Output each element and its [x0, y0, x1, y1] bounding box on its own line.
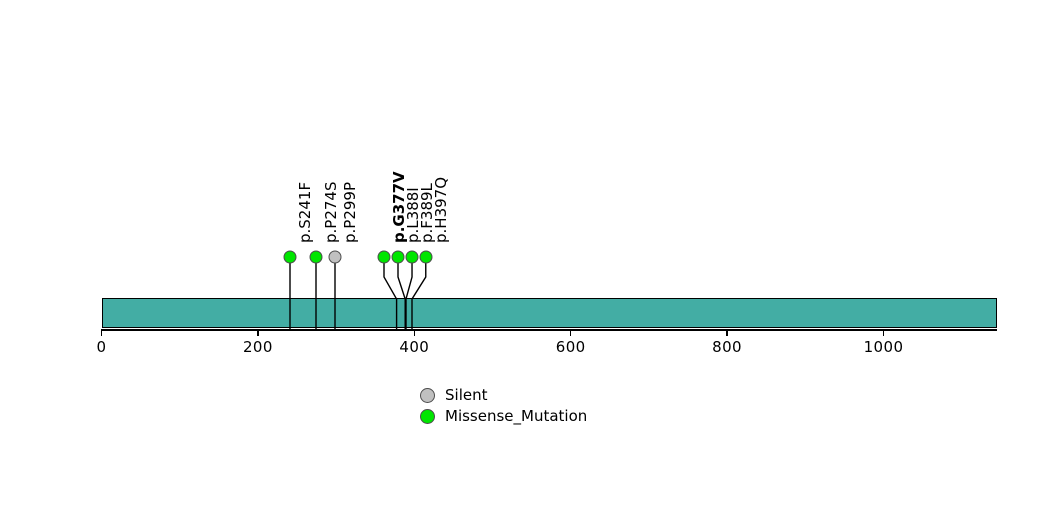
lollipop-head[interactable] [391, 250, 405, 264]
lollipop-head[interactable] [377, 250, 391, 264]
mutation-label: p.P299P [341, 181, 360, 243]
axis-tick-label: 600 [555, 338, 586, 356]
legend-swatch-icon [420, 388, 435, 403]
axis-tick [257, 329, 259, 336]
axis-tick-label: 1000 [863, 338, 904, 356]
lollipop-head[interactable] [419, 250, 433, 264]
mutation-label: p.P274S [321, 181, 340, 244]
lollipop-head[interactable] [283, 250, 297, 264]
mutation-label: p.H397Q [431, 176, 450, 243]
axis-tick-label: 400 [399, 338, 430, 356]
axis-tick-label: 0 [96, 338, 107, 356]
axis-tick-label: 800 [712, 338, 743, 356]
axis-tick-label: 200 [242, 338, 273, 356]
lollipop-head[interactable] [328, 250, 342, 264]
legend-label: Silent [445, 386, 488, 404]
axis-tick [413, 329, 416, 336]
lollipop-head[interactable] [309, 250, 323, 264]
legend-item[interactable]: Silent [420, 388, 487, 403]
legend-item[interactable]: Missense_Mutation [420, 409, 587, 424]
x-axis-line [101, 329, 997, 331]
protein-backbone-bar [101, 298, 997, 328]
lollipop-head[interactable] [405, 250, 419, 264]
axis-tick [726, 329, 728, 336]
axis-tick [882, 329, 885, 336]
axis-tick [569, 329, 572, 336]
axis-tick [100, 329, 103, 336]
legend-label: Missense_Mutation [445, 407, 588, 425]
mutation-label: p.S241F [295, 181, 314, 243]
legend-swatch-icon [420, 409, 435, 424]
